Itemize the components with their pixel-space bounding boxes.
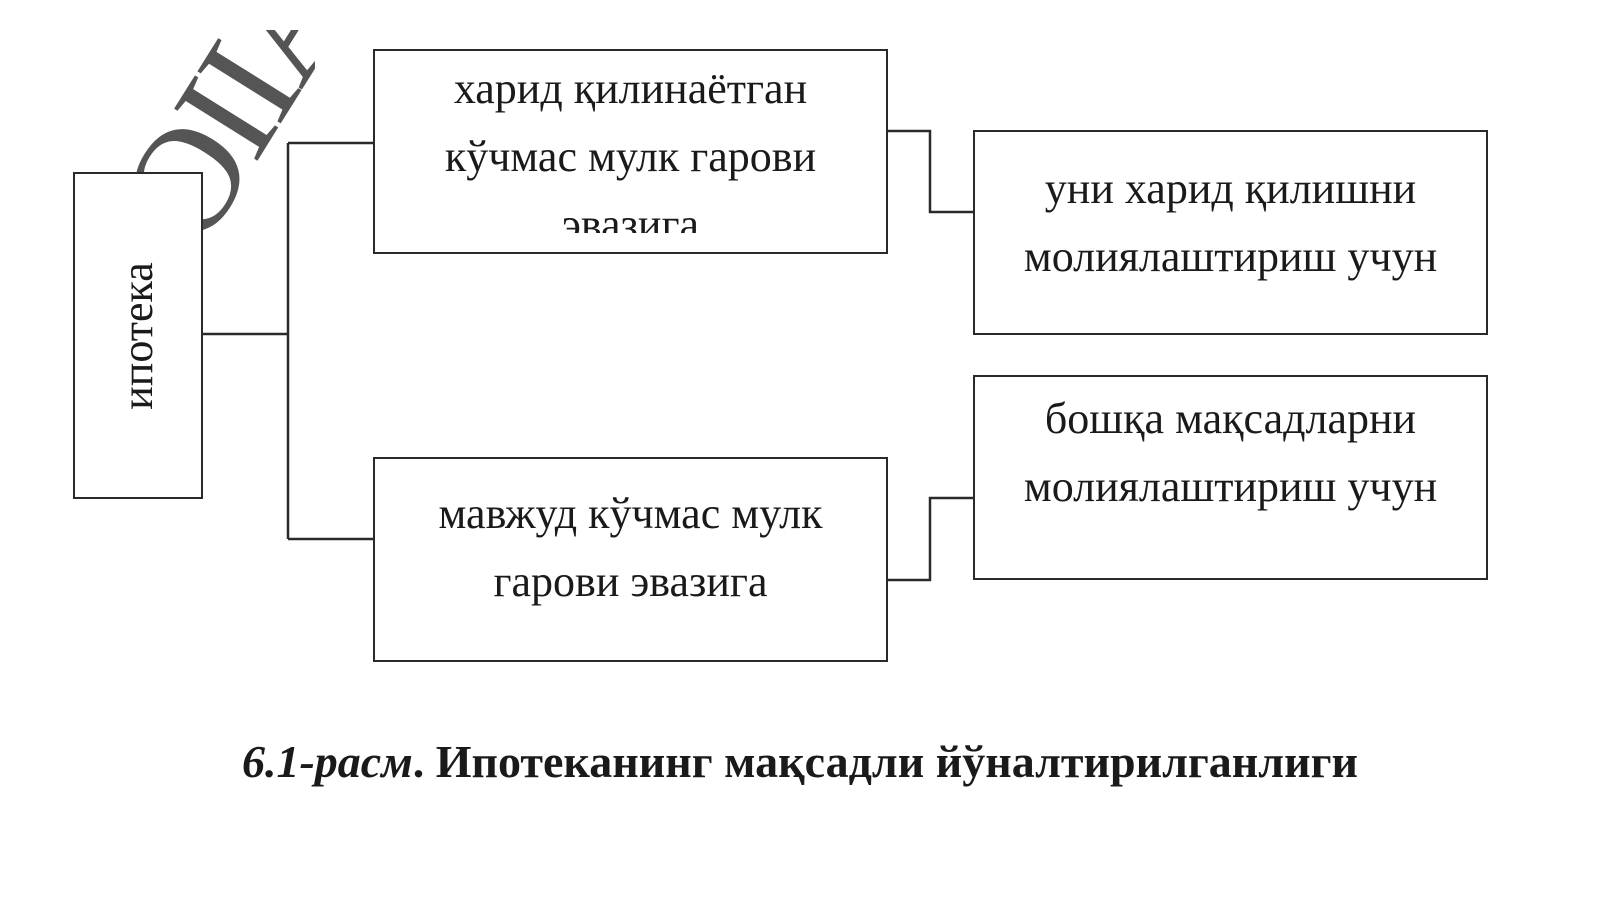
purpose-line: уни харид қилишни — [1044, 163, 1417, 213]
purpose-box-purchase-financing-text: уни харид қилишни молиялаштириш учун — [1024, 155, 1437, 291]
purpose-line: молиялаштириш учун — [1023, 231, 1438, 281]
purpose-box-purchase-financing: уни харид қилишни молиялаштириш учун — [973, 130, 1488, 335]
figure-caption: 6.1-расм. Ипотеканинг мақсадли йўналтири… — [0, 735, 1600, 788]
purpose-box-other-financing-text: бошқа мақсадларни молиялаштириш учун — [1024, 385, 1437, 521]
branch-line: харид қилинаётган — [453, 64, 808, 113]
branch-line: эвазига — [561, 200, 700, 233]
connector-bottom-to-purpose — [888, 496, 973, 582]
branch-line: гарови эвазига — [493, 556, 768, 606]
branch-box-purchase-text: харид қилинаётган кўчмас мулк гарови эва… — [375, 55, 886, 233]
caption-separator: . — [412, 736, 425, 787]
purpose-line: молиялаштириш учун — [1023, 461, 1438, 511]
branch-box-purchase: харид қилинаётган кўчмас мулк гарови эва… — [373, 49, 888, 254]
figure-title: Ипотеканинг мақсадли йўналтирилганлиги — [424, 736, 1359, 787]
branch-line: кўчмас мулк гарови — [444, 132, 817, 181]
branch-line: мавжуд кўчмас мулк — [438, 488, 823, 538]
purpose-line: бошқа мақсадларни — [1044, 393, 1417, 443]
root-label: ипотека — [113, 261, 163, 410]
root-box: ипотека — [73, 172, 203, 499]
purpose-box-other-financing: бошқа мақсадларни молиялаштириш учун — [973, 375, 1488, 580]
branch-box-existing-text: мавжуд кўчмас мулк гарови эвазига — [439, 480, 823, 616]
connector-top-to-purpose — [888, 129, 973, 214]
figure-number: 6.1-расм — [241, 736, 413, 787]
branch-box-existing: мавжуд кўчмас мулк гарови эвазига — [373, 457, 888, 662]
